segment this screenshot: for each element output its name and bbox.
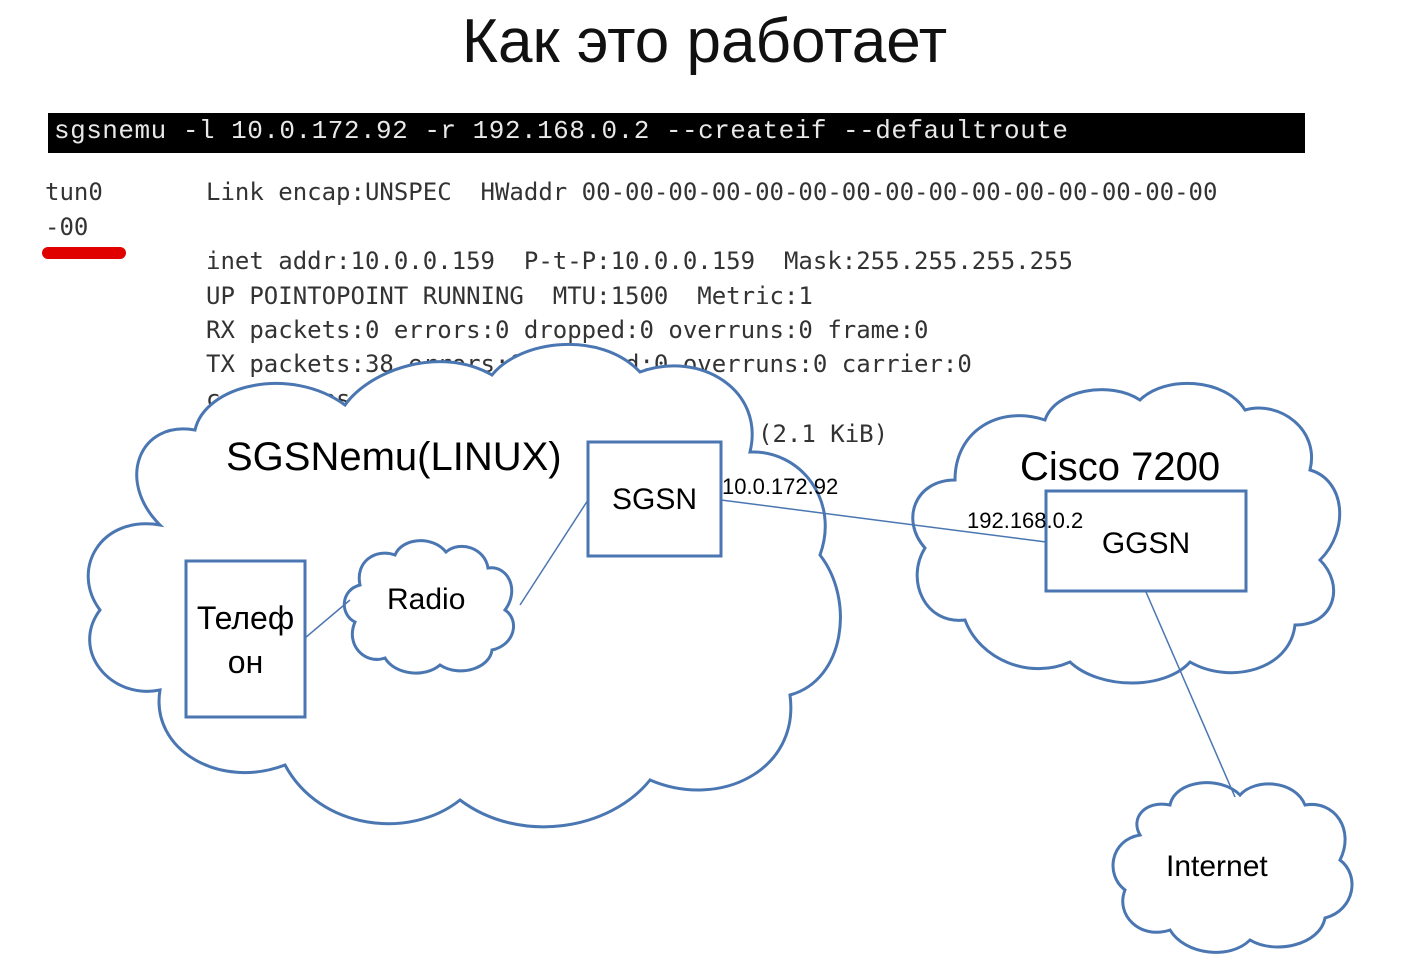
sgsnemu-cloud-label: SGSNemu(LINUX) — [226, 435, 562, 479]
radio-cloud — [342, 539, 515, 675]
sgsn-box — [586, 440, 723, 558]
ggsn-box — [1044, 489, 1248, 593]
ifconfig-line-bytes: (2.1 KiB) — [758, 420, 889, 448]
cisco-cloud-label: Cisco 7200 — [1020, 445, 1221, 489]
interface-name: tun0 — [45, 178, 103, 206]
radio-label: Radio — [387, 583, 466, 616]
terminal-command-bar: sgsnemu -l 10.0.172.92 -r 192.168.0.2 --… — [48, 113, 1305, 153]
phone-label-line2: он — [227, 643, 264, 680]
sgsn-ip-label: 10.0.172.92 — [722, 474, 839, 499]
ggsn-label: GGSN — [1101, 527, 1191, 560]
link-radio-sgsn — [519, 499, 589, 606]
terminal-command: sgsnemu -l 10.0.172.92 -r 192.168.0.2 --… — [54, 116, 1069, 146]
ifconfig-line-link: Link encap:UNSPEC HWaddr 00-00-00-00-00-… — [206, 178, 1218, 206]
phone-box — [184, 559, 307, 719]
ggsn-ip-label: 192.168.0.2 — [967, 508, 1084, 533]
link-phone-radio — [304, 599, 351, 639]
red-underline-mark — [42, 247, 126, 259]
ifconfig-line-inet: inet addr:10.0.0.159 P-t-P:10.0.0.159 Ma… — [206, 247, 1073, 275]
phone-label-line1: Телеф — [196, 599, 295, 636]
internet-label: Internet — [1166, 850, 1268, 883]
slide-title: Как это работает — [461, 7, 948, 76]
sgsn-label: SGSN — [611, 483, 698, 516]
ifconfig-line-flags: UP POINTOPOINT RUNNING MTU:1500 Metric:1 — [206, 282, 813, 310]
link-ggsn-internet — [1145, 591, 1236, 798]
internet-cloud — [1111, 781, 1354, 954]
interface-name-cont: -00 — [45, 213, 89, 241]
link-sgsn-ggsn — [720, 499, 1047, 543]
ifconfig-line-rx: RX packets:0 errors:0 dropped:0 overruns… — [206, 316, 929, 344]
